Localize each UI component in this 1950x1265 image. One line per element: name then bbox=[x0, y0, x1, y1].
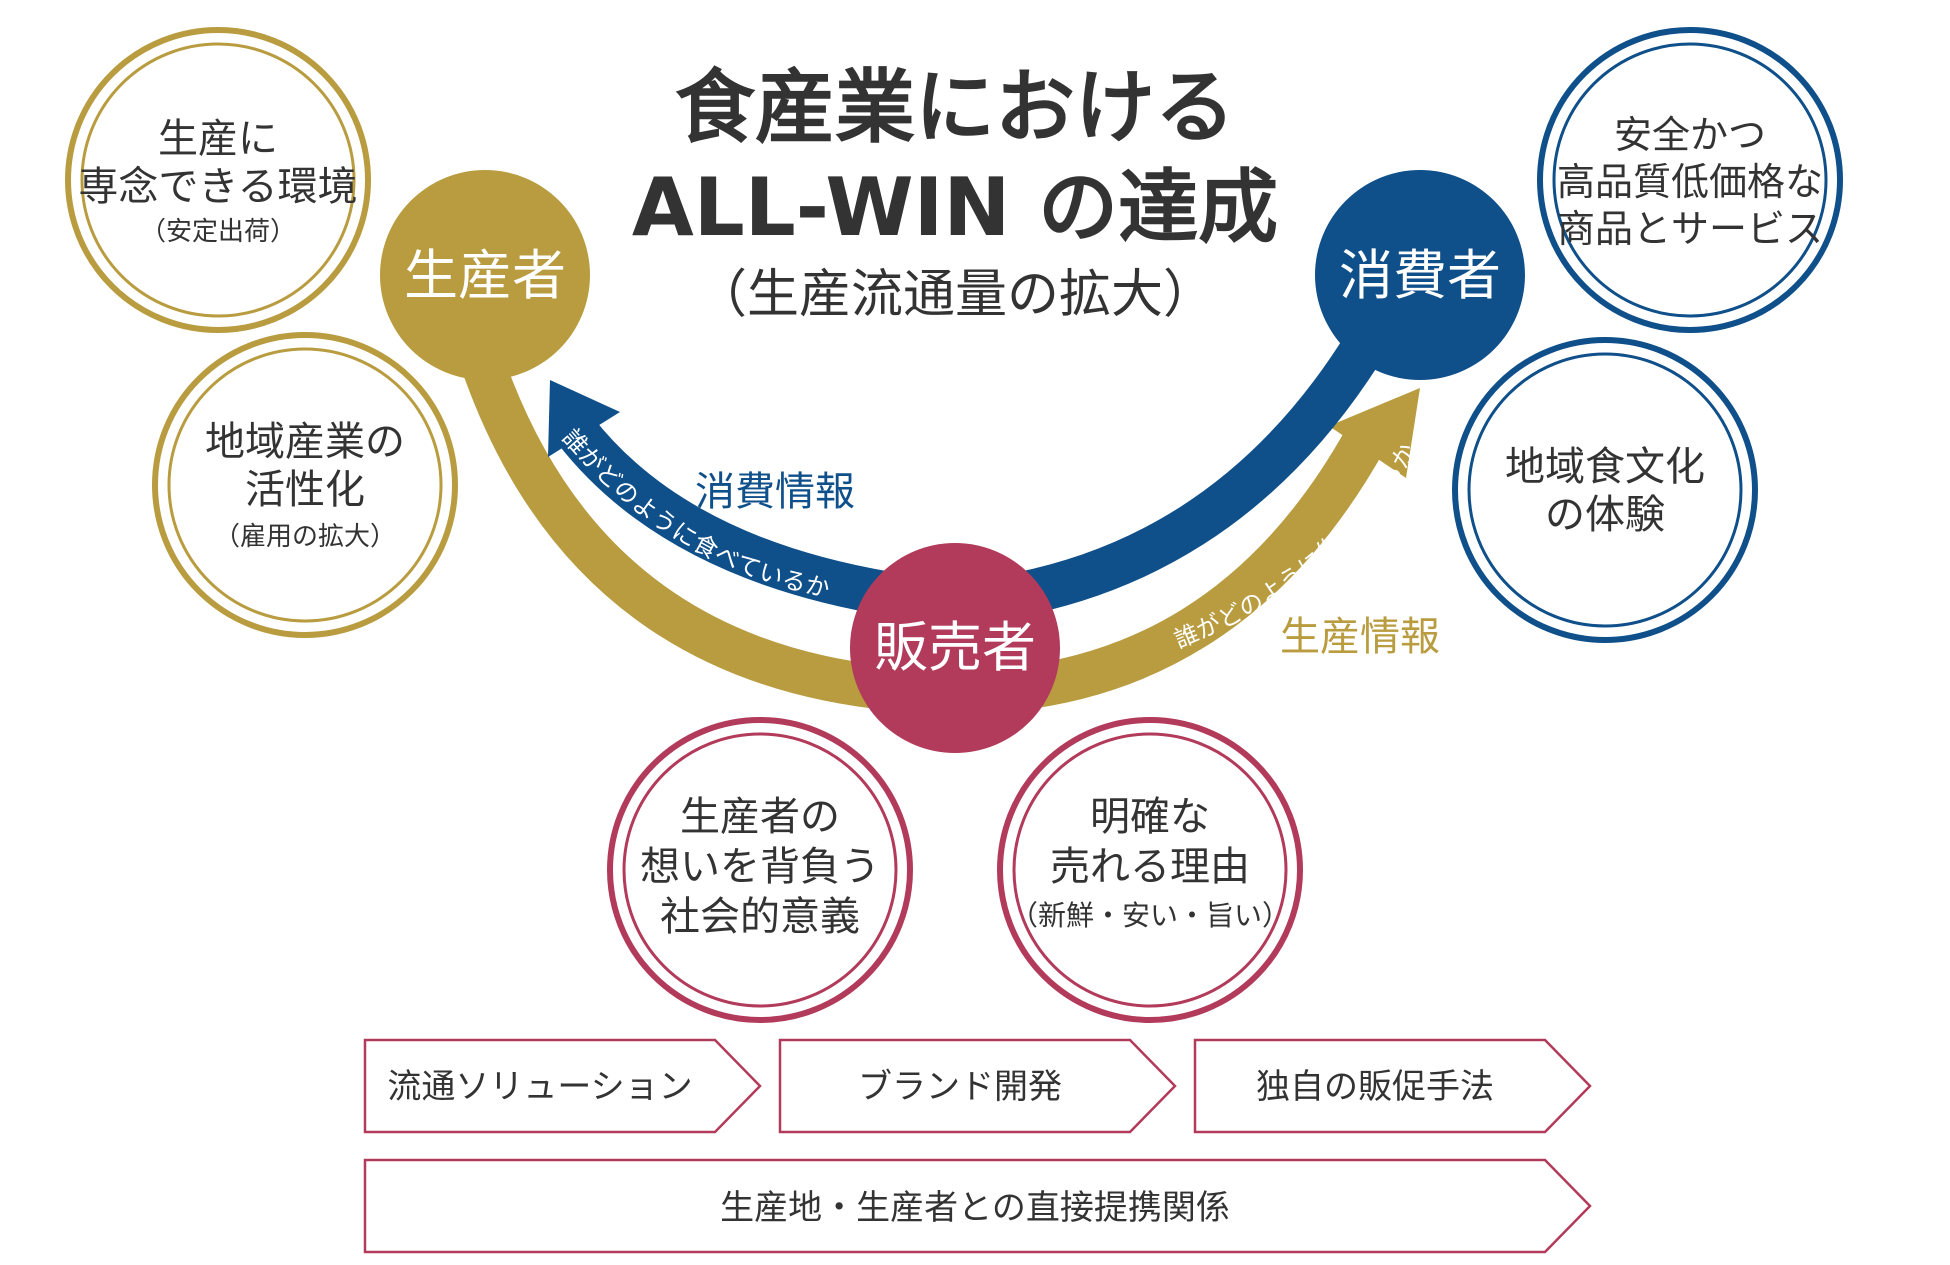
seller-benefit-social-significance: 生産者の 想いを背負う 社会的意義 bbox=[607, 717, 913, 1023]
title-line-3: （生産流通量の拡大） bbox=[695, 265, 1215, 325]
benefit-line: 高品質低価格な bbox=[1557, 160, 1823, 204]
seller-node: 販売者 bbox=[850, 543, 1060, 753]
benefit-line: 明確な bbox=[1090, 794, 1210, 840]
solution-label: ブランド開発 bbox=[858, 1067, 1062, 1107]
benefit-line: 安全かつ bbox=[1614, 113, 1766, 157]
solution-distribution: 流通ソリューション bbox=[363, 1038, 762, 1134]
production-flow-arrowhead bbox=[1329, 388, 1420, 478]
producer-node: 生産者 bbox=[380, 170, 590, 380]
consumption-flow-arrowhead bbox=[548, 380, 620, 457]
seller-node-label: 販売者 bbox=[874, 616, 1036, 679]
producer-benefit-regional-industry: 地域産業の 活性化 （雇用の拡大） bbox=[152, 332, 458, 638]
solution-brand-development: ブランド開発 bbox=[778, 1038, 1177, 1134]
benefit-line: 社会的意義 bbox=[660, 894, 860, 940]
benefit-line: 商品とサービス bbox=[1557, 207, 1823, 251]
producer-node-label: 生産者 bbox=[404, 244, 566, 307]
production-info-label: 生産情報 bbox=[1280, 614, 1440, 660]
consumer-node-circle bbox=[1315, 170, 1525, 380]
consumer-benefit-food-culture: 地域食文化 の体験 bbox=[1452, 337, 1758, 643]
benefit-line: 専念できる環境 bbox=[78, 164, 357, 210]
solution-label: 流通ソリューション bbox=[387, 1067, 692, 1107]
solution-sales-promotion: 独自の販促手法 bbox=[1193, 1038, 1592, 1134]
benefit-note: （雇用の拡大） bbox=[214, 522, 396, 552]
benefit-line: 売れる理由 bbox=[1050, 844, 1250, 890]
seller-node-circle bbox=[850, 543, 1060, 753]
foundation-label: 生産地・生産者との直接提携関係 bbox=[720, 1188, 1230, 1228]
producer-benefit-stable-shipping: 生産に 専念できる環境 （安定出荷） bbox=[65, 27, 371, 333]
title-line-1: 食産業における bbox=[675, 61, 1235, 154]
seller-benefit-clear-reason: 明確な 売れる理由 （新鮮・安い・旨い） bbox=[997, 717, 1303, 1023]
consumer-benefit-quality-products: 安全かつ 高品質低価格な 商品とサービス bbox=[1537, 27, 1843, 333]
benefit-line: 地域食文化 bbox=[1505, 444, 1705, 490]
benefit-line: 生産に bbox=[158, 116, 278, 162]
benefit-line: 地域産業の bbox=[205, 419, 405, 465]
title-line-2: ALL-WIN の達成 bbox=[632, 161, 1278, 254]
solution-label: 独自の販促手法 bbox=[1256, 1067, 1494, 1107]
benefit-line: 想いを背負う bbox=[640, 844, 880, 890]
benefit-note: （新鮮・安い・旨い） bbox=[1010, 899, 1290, 932]
consumer-node: 消費者 bbox=[1315, 170, 1525, 380]
benefit-note: （安定出荷） bbox=[140, 217, 296, 247]
consumption-info-label: 消費情報 bbox=[695, 469, 855, 515]
title-block: 食産業における ALL-WIN の達成 （生産流通量の拡大） bbox=[632, 61, 1278, 325]
foundation-direct-partnership: 生産地・生産者との直接提携関係 bbox=[363, 1158, 1592, 1254]
benefit-line: 活性化 bbox=[245, 467, 365, 513]
consumer-node-label: 消費者 bbox=[1339, 244, 1501, 307]
producer-node-circle bbox=[380, 170, 590, 380]
benefit-line: の体験 bbox=[1545, 492, 1665, 538]
benefit-line: 生産者の bbox=[680, 794, 840, 840]
